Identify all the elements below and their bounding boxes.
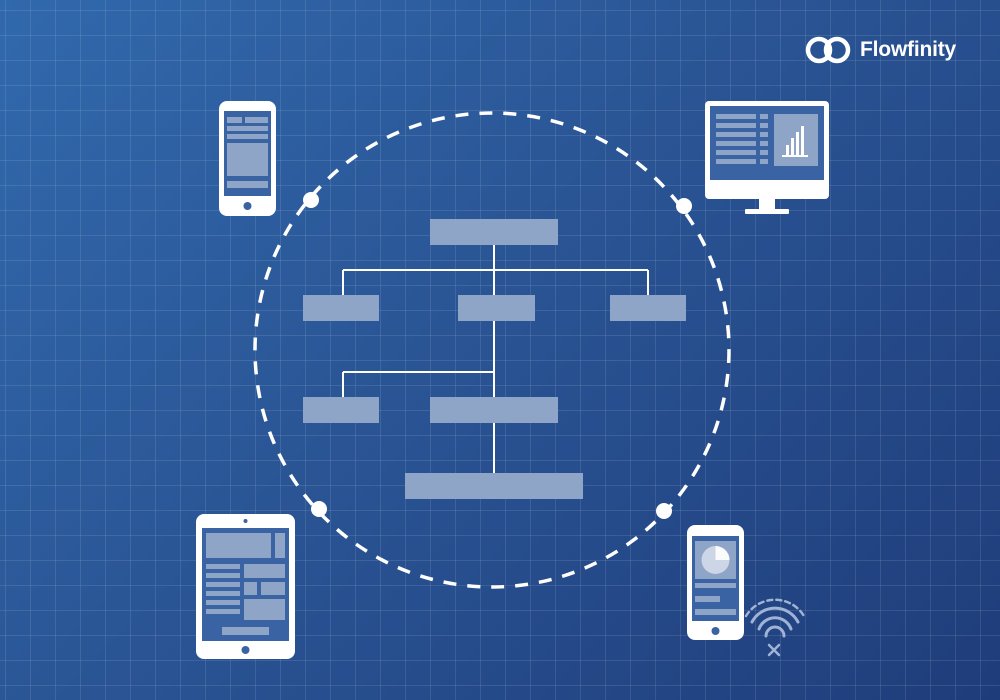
flowchart-box-level3-center: [430, 397, 558, 423]
dashed-cycle-circle: [253, 111, 731, 589]
desktop-monitor-icon: [705, 101, 829, 214]
pie-chart-icon: [695, 541, 736, 579]
smartphone-icon: [219, 101, 276, 216]
flowchart-box-level2-left: [303, 295, 379, 321]
flowchart-box-bottom: [405, 473, 583, 499]
flowchart-box-level3-left: [303, 397, 379, 423]
offline-wifi-icon: [744, 598, 806, 657]
flowchart-box-level2-center: [458, 295, 535, 321]
bar-chart-icon: [774, 114, 818, 166]
logo-icon: [805, 36, 851, 64]
brand-name: Flowfinity: [860, 38, 956, 61]
connector-dot-bottom-right: [656, 503, 672, 519]
connector-dot-top-left: [303, 192, 319, 208]
connector-dot-top-right: [676, 198, 692, 214]
tablet-icon: [196, 514, 295, 659]
flowchart-connectors: [342, 245, 649, 473]
smartphone-offline-icon: [687, 525, 744, 640]
brand-logo: Flowfinity: [804, 34, 956, 66]
flowchart-box-top: [430, 219, 558, 245]
flowchart-boxes: [303, 219, 686, 499]
flowchart-box-level2-right: [610, 295, 686, 321]
connector-dot-bottom-left: [311, 501, 327, 517]
